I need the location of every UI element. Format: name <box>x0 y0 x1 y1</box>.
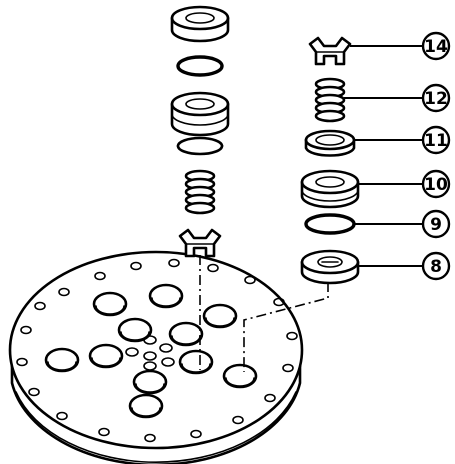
center-ports <box>125 335 175 371</box>
right-valve-seat <box>300 249 360 285</box>
right-spring <box>314 77 346 123</box>
callout-label: 14 <box>424 37 448 57</box>
right-valve-stack <box>243 36 360 372</box>
valve-bores <box>44 283 258 419</box>
callout-label: 10 <box>424 175 448 195</box>
callout-label: 8 <box>430 257 442 277</box>
left-retainer-clip <box>178 228 222 258</box>
callout-label: 12 <box>424 89 448 109</box>
left-valve-stack <box>170 5 230 370</box>
valve-plate <box>8 250 304 464</box>
callout-9: 9 <box>421 209 451 239</box>
right-retainer-clip <box>308 36 352 66</box>
left-valve-plate <box>176 136 224 156</box>
right-valve-plate <box>304 129 356 157</box>
left-spring <box>184 169 216 215</box>
right-valve-body <box>300 169 360 209</box>
left-valve-body <box>170 91 230 137</box>
callout-label: 11 <box>424 131 448 151</box>
callout-label: 9 <box>430 215 442 235</box>
left-o-ring <box>176 55 224 77</box>
callout-14: 14 <box>421 31 451 61</box>
right-o-ring <box>304 213 356 235</box>
callout-10: 10 <box>421 169 451 199</box>
callout-11: 11 <box>421 125 451 155</box>
callout-12: 12 <box>421 83 451 113</box>
leader-lines <box>344 45 422 267</box>
bolt-holes <box>16 258 298 443</box>
left-valve-seat-top <box>170 5 230 43</box>
callout-8: 8 <box>421 251 451 281</box>
